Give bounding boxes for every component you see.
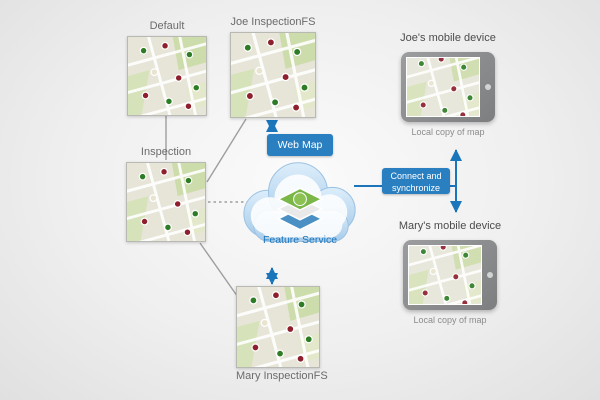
node-mary-inspectionfs-label: Mary InspectionFS [236,370,328,382]
node-inspection: Inspection [126,144,206,242]
tablet-mary-screen [408,245,482,305]
node-default: Default [127,18,207,116]
map-thumbnail-default [127,36,207,116]
link-inspection-maryfs [199,242,241,301]
map-thumbnail-joe-inspectionfs [230,32,316,118]
web-map-badge: Web Map [267,134,333,156]
device-mary: Mary's mobile device [398,218,502,325]
device-joe-caption: Local copy of map [411,127,485,137]
map-art [127,163,205,241]
node-inspection-label: Inspection [140,146,192,158]
connect-synchronize-badge: Connect and synchronize [382,168,450,194]
map-thumbnail-inspection [126,162,206,242]
node-default-label: Default [149,20,185,32]
link-joefs-inspection [206,118,247,183]
map-art [128,37,206,115]
tablet-joe-screen [406,57,480,117]
feature-service-cloud: Web Map [236,132,364,272]
node-mary-inspectionfs: Mary InspectionFS [236,286,328,384]
device-joe-title: Joe's mobile device [400,32,496,44]
map-art [237,287,319,367]
node-joe-inspectionfs-label: Joe InspectionFS [230,16,316,28]
arcgis-layers-icon [276,187,324,231]
connect-synchronize-line1: Connect and [390,171,442,181]
feature-service-label: Feature Service [262,234,338,246]
map-thumbnail-mary-inspectionfs [236,286,320,368]
device-mary-caption: Local copy of map [413,315,487,325]
tablet-mary [403,240,497,310]
cloud-icon [243,162,356,242]
device-joe: Joe's mobile device [396,30,500,137]
map-art [231,33,315,117]
device-mary-title: Mary's mobile device [398,220,502,232]
tablet-joe [401,52,495,122]
tablet-camera-dot [487,272,493,278]
connect-synchronize-line2: synchronize [391,183,441,193]
tablet-camera-dot [485,84,491,90]
map-art [409,246,481,304]
map-art [407,58,479,116]
node-joe-inspectionfs: Joe InspectionFS [230,14,316,118]
